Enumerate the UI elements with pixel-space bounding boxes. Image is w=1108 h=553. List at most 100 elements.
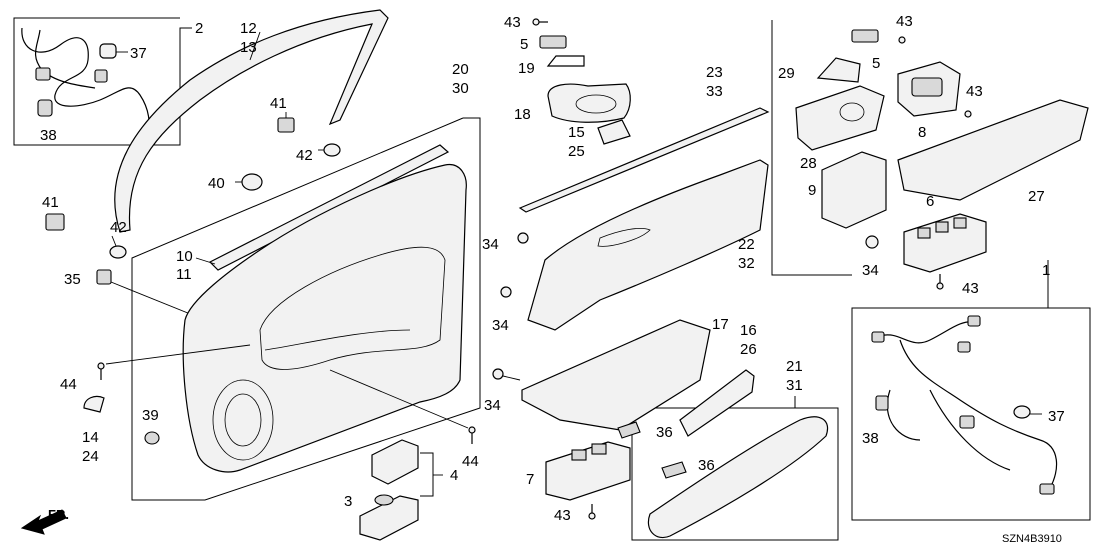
- callout-24: 24: [82, 448, 99, 465]
- direction-label: FR.: [48, 507, 69, 522]
- callout-41-upper: 41: [270, 95, 287, 112]
- bracket-5-right: [851, 29, 879, 43]
- cap-14-24: [83, 395, 105, 413]
- callout-34-c: 34: [484, 397, 501, 414]
- callout-8: 8: [918, 124, 926, 141]
- armrest-frame: [631, 396, 839, 541]
- callout-2: 2: [195, 20, 203, 37]
- callout-22: 22: [738, 236, 755, 253]
- harness-box-1: [851, 260, 1091, 521]
- callout-11: 11: [176, 266, 192, 283]
- callout-44-right: 44: [462, 453, 479, 470]
- bracket-29: [816, 57, 861, 83]
- door-lining-frame: [131, 117, 481, 501]
- screw-43-right-low: [936, 274, 944, 290]
- callout-41-lower: 41: [42, 194, 59, 211]
- callout-20: 20: [452, 61, 469, 78]
- callout-34-a: 34: [482, 236, 499, 253]
- screw-43-right-top: [898, 36, 906, 44]
- callout-37-upper: 37: [130, 45, 147, 62]
- callout-29: 29: [778, 65, 795, 82]
- callout-34-b: 34: [492, 317, 509, 334]
- inner-handle-18: [547, 83, 631, 123]
- screw-43-bottom: [588, 504, 596, 520]
- reference-code: SZN4B3910: [1002, 533, 1062, 545]
- callout-44-left: 44: [60, 376, 77, 393]
- callout-43-right-low: 43: [962, 280, 979, 297]
- clip-41-upper: [277, 112, 295, 133]
- callout-19: 19: [518, 60, 535, 77]
- clip-36-b: [661, 461, 687, 479]
- clip-41-lower: [45, 213, 65, 231]
- callout-27: 27: [1028, 188, 1045, 205]
- callout-39: 39: [142, 407, 159, 424]
- armrest-base-17: [521, 319, 711, 431]
- screw-34-c: [492, 368, 521, 381]
- callout-17: 17: [712, 316, 729, 333]
- pad-15-25: [597, 119, 631, 145]
- callout-43-bottom: 43: [554, 507, 571, 524]
- callout-32: 32: [738, 255, 755, 272]
- callout-26: 26: [740, 341, 757, 358]
- callout-14: 14: [82, 429, 99, 446]
- callout-12: 12: [240, 20, 257, 37]
- wire-harness-2: [21, 27, 150, 131]
- screw-43-right-mid: [964, 110, 972, 118]
- molding-23-33: [518, 107, 770, 213]
- harness-box-2: [13, 17, 192, 146]
- callout-7: 7: [526, 471, 534, 488]
- clip-36-a: [617, 421, 641, 439]
- switch-panel-frame: [771, 20, 852, 276]
- screw-34-a: [517, 232, 529, 244]
- bracket-3: [374, 494, 394, 506]
- callout-10: 10: [176, 248, 193, 265]
- callout-13: 13: [240, 39, 257, 56]
- callout-3: 3: [344, 493, 352, 510]
- callout-38-upper: 38: [40, 127, 57, 144]
- clip-42-upper: [318, 143, 341, 157]
- callout-36-a: 36: [656, 424, 673, 441]
- callout-34-right: 34: [862, 262, 879, 279]
- clip-39: [144, 431, 160, 445]
- callout-28: 28: [800, 155, 817, 172]
- callout-23: 23: [706, 64, 723, 81]
- callout-42-upper: 42: [296, 147, 313, 164]
- screw-44-left: [97, 344, 251, 380]
- bracket-4: [420, 452, 443, 497]
- callout-38-lower: 38: [862, 430, 879, 447]
- front-direction-arrow: [20, 509, 67, 535]
- armrest-pad-21-31: [647, 416, 829, 539]
- weatherstrip-10-11: [195, 144, 450, 271]
- callout-43-top: 43: [504, 14, 521, 31]
- switch-bezel-28: [795, 85, 885, 151]
- callout-35: 35: [64, 271, 81, 288]
- callout-33: 33: [706, 83, 723, 100]
- callout-16: 16: [740, 322, 757, 339]
- bracket-16-26: [679, 369, 755, 437]
- wire-harness-1: [871, 315, 1058, 495]
- switch-panel-27: [897, 99, 1089, 201]
- callout-30: 30: [452, 80, 469, 97]
- screw-34-b: [500, 286, 512, 298]
- callout-40: 40: [208, 175, 225, 192]
- power-window-switch-7: [545, 441, 631, 501]
- callout-43-right-top: 43: [896, 13, 913, 30]
- screw-44-right: [329, 369, 476, 444]
- door-lining-20-30: [182, 163, 467, 473]
- callout-5-top: 5: [520, 36, 528, 53]
- bracket-5-19: [539, 35, 585, 67]
- callout-18: 18: [514, 106, 531, 123]
- upper-lining-22-32: [527, 159, 769, 331]
- screw-43-top: [532, 18, 548, 26]
- master-switch-6: [903, 213, 987, 273]
- clip-40: [235, 173, 263, 191]
- callout-37-lower: 37: [1048, 408, 1065, 425]
- callout-5-right: 5: [872, 55, 880, 72]
- callout-42-lower: 42: [110, 219, 127, 236]
- callout-1: 1: [1042, 262, 1050, 279]
- callout-15: 15: [568, 124, 585, 141]
- callout-4: 4: [450, 467, 458, 484]
- screw-34-right: [865, 235, 879, 249]
- callout-25: 25: [568, 143, 585, 160]
